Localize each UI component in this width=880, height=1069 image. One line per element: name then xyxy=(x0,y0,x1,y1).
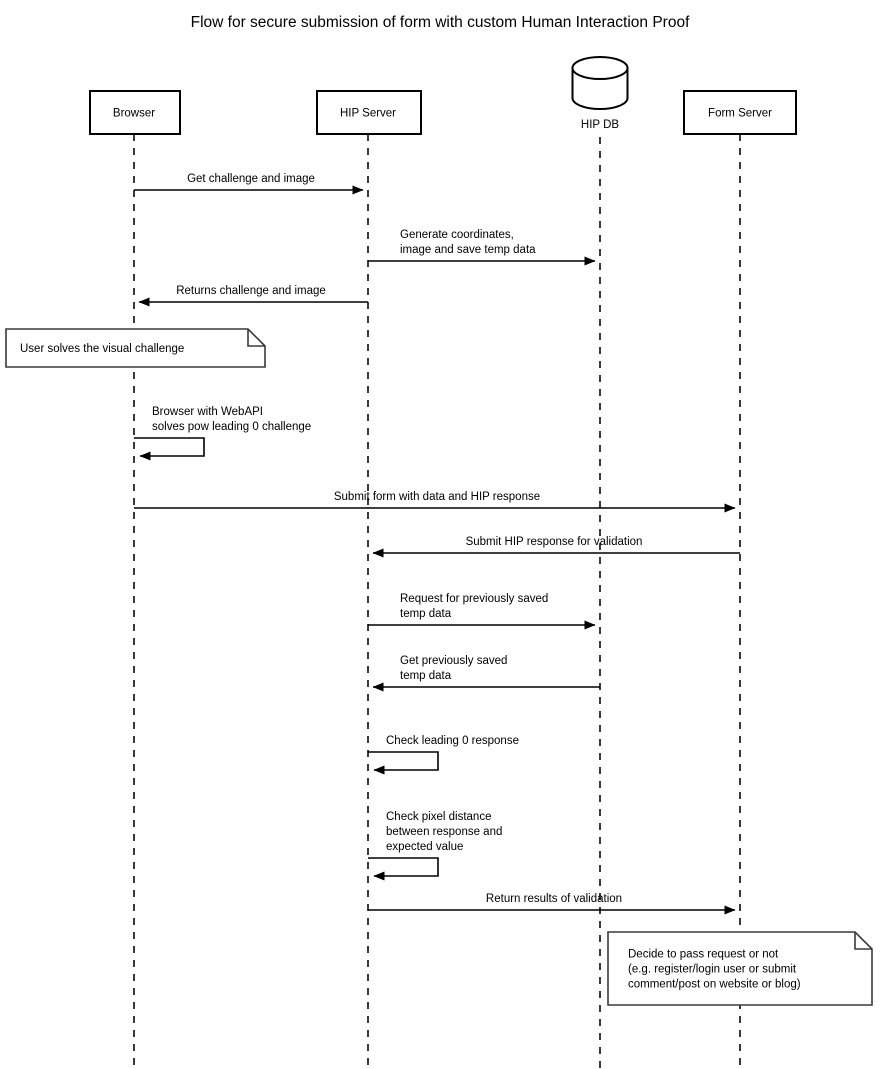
note-note2[interactable]: Decide to pass request or not (e.g. regis… xyxy=(607,931,873,1006)
message-m10[interactable]: Check pixel distance between response and… xyxy=(368,811,502,881)
message-m8[interactable]: Get previously saved temp data xyxy=(372,655,600,692)
message-label: Returns challenge and image xyxy=(176,285,326,297)
participant-form_server[interactable]: Form Server xyxy=(683,90,797,135)
message-m2[interactable]: Generate coordinates, image and save temp… xyxy=(368,229,596,266)
self-message-arrow xyxy=(134,437,205,461)
lifelines-layer xyxy=(133,134,741,1069)
database-lip xyxy=(571,67,629,80)
message-label: Submit HIP response for validation xyxy=(466,536,643,548)
message-label: temp data xyxy=(400,608,452,620)
message-label: Get previously saved xyxy=(400,655,507,667)
participant-label: Form Server xyxy=(708,108,772,120)
message-label: Check leading 0 response xyxy=(386,735,519,747)
note-fold-corner-icon xyxy=(854,932,872,950)
participant-hip_server[interactable]: HIP Server xyxy=(316,90,422,135)
message-label: Check pixel distance xyxy=(386,811,491,823)
message-label: expected value xyxy=(386,841,463,853)
participant-box xyxy=(683,90,797,135)
note-line: Decide to pass request or not xyxy=(628,949,779,961)
message-m3[interactable]: Returns challenge and image xyxy=(138,285,368,307)
note-line: comment/post on website or blog) xyxy=(628,979,801,991)
message-m11[interactable]: Return results of validation xyxy=(368,893,736,915)
message-label: image and save temp data xyxy=(400,244,536,256)
participant-box xyxy=(316,90,422,135)
message-m6[interactable]: Submit HIP response for validation xyxy=(372,536,740,558)
message-label: between response and xyxy=(386,826,502,838)
note-line: (e.g. register/login user or submit xyxy=(628,964,797,976)
message-label: Request for previously saved xyxy=(400,593,548,605)
message-label: temp data xyxy=(400,670,452,682)
message-label: Browser with WebAPI xyxy=(152,406,263,418)
self-message-arrow xyxy=(368,857,439,881)
note-line: User solves the visual challenge xyxy=(20,343,184,355)
note-body xyxy=(5,328,266,368)
note-fold-corner-icon xyxy=(247,329,265,347)
message-label: Return results of validation xyxy=(486,893,622,905)
note-body xyxy=(607,931,873,1006)
page-title: Flow for secure submission of form with … xyxy=(191,14,690,31)
message-m9[interactable]: Check leading 0 response xyxy=(368,735,519,775)
participant-label: Browser xyxy=(113,108,155,120)
participant-label: HIP DB xyxy=(581,119,619,131)
message-label: Generate coordinates, xyxy=(400,229,514,241)
message-m5[interactable]: Submit form with data and HIP response xyxy=(134,491,736,513)
message-label: Get challenge and image xyxy=(187,173,315,185)
message-m7[interactable]: Request for previously saved temp data xyxy=(368,593,596,630)
participant-hip_db[interactable]: HIP DB xyxy=(571,56,629,131)
message-m1[interactable]: Get challenge and image xyxy=(134,173,364,195)
self-message-arrow xyxy=(368,751,439,775)
message-m4[interactable]: Browser with WebAPI solves pow leading 0 … xyxy=(134,406,311,461)
note-note1[interactable]: User solves the visual challenge xyxy=(5,328,266,368)
participant-box xyxy=(89,90,181,135)
participant-label: HIP Server xyxy=(340,108,396,120)
message-label: solves pow leading 0 challenge xyxy=(152,421,311,433)
participant-browser[interactable]: Browser xyxy=(89,90,181,135)
database-cylinder-icon xyxy=(571,56,629,110)
message-label: Submit form with data and HIP response xyxy=(334,491,540,503)
